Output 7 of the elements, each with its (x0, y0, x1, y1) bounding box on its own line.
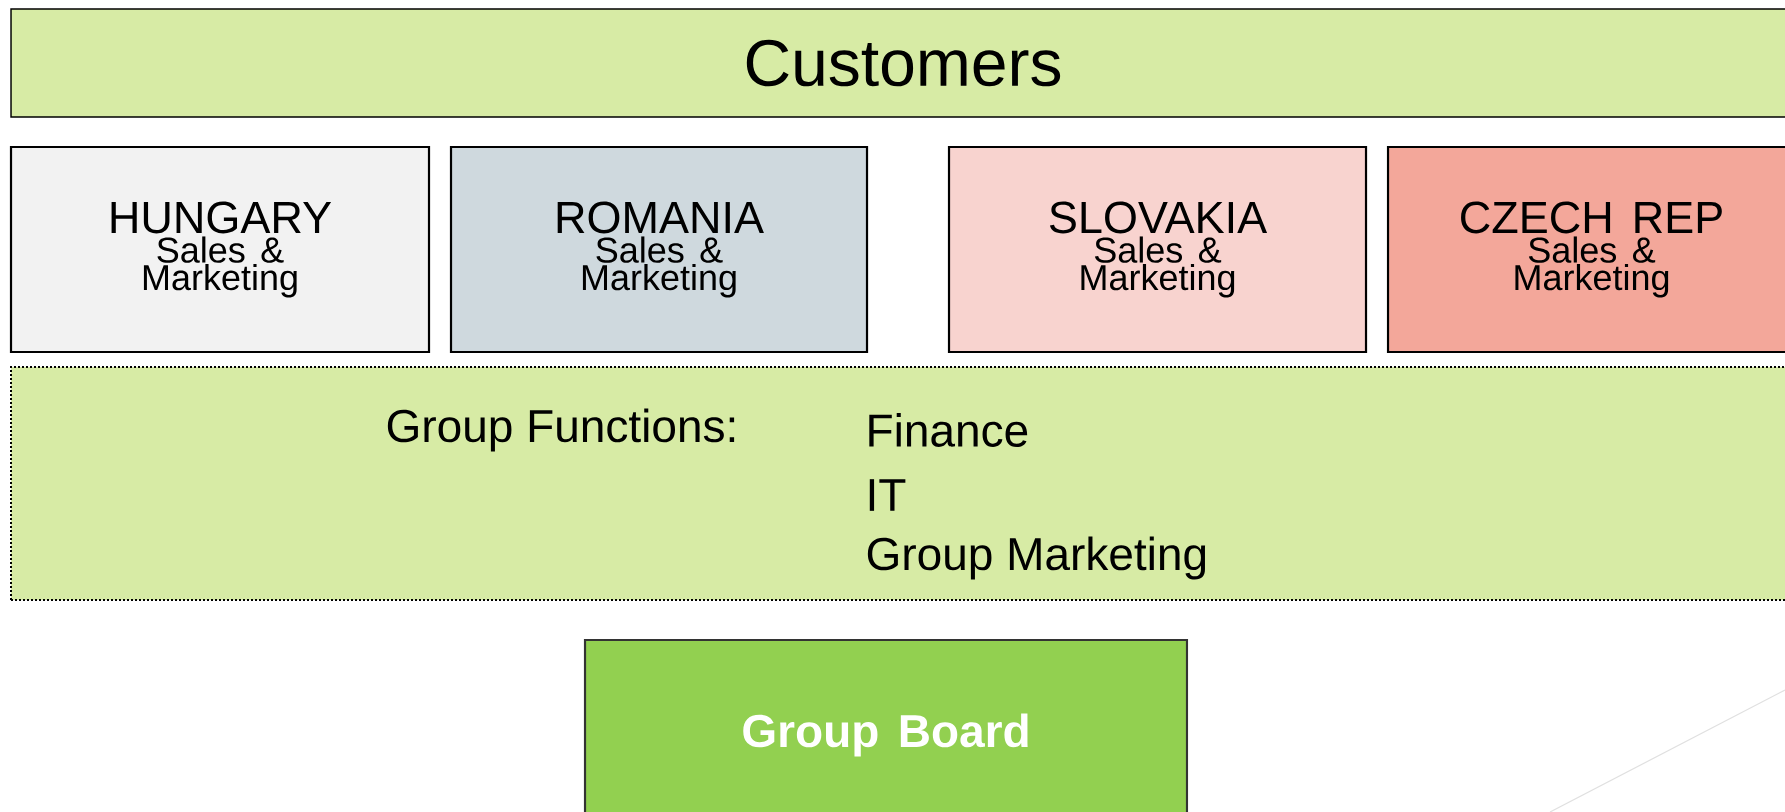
board-box: Group Board (583, 638, 1189, 812)
customers-banner: Customers (10, 8, 1785, 118)
country-box: SLOVAKIA Sales & Marketing (947, 145, 1368, 354)
country-box: CZECH REP Sales & Marketing (1386, 145, 1785, 354)
country-box: ROMANIA Sales & Marketing (449, 145, 869, 354)
group-functions-band: Group Functions: Finance IT Group Marketing (10, 366, 1785, 601)
country-box: HUNGARY Sales & Marketing (9, 145, 431, 354)
